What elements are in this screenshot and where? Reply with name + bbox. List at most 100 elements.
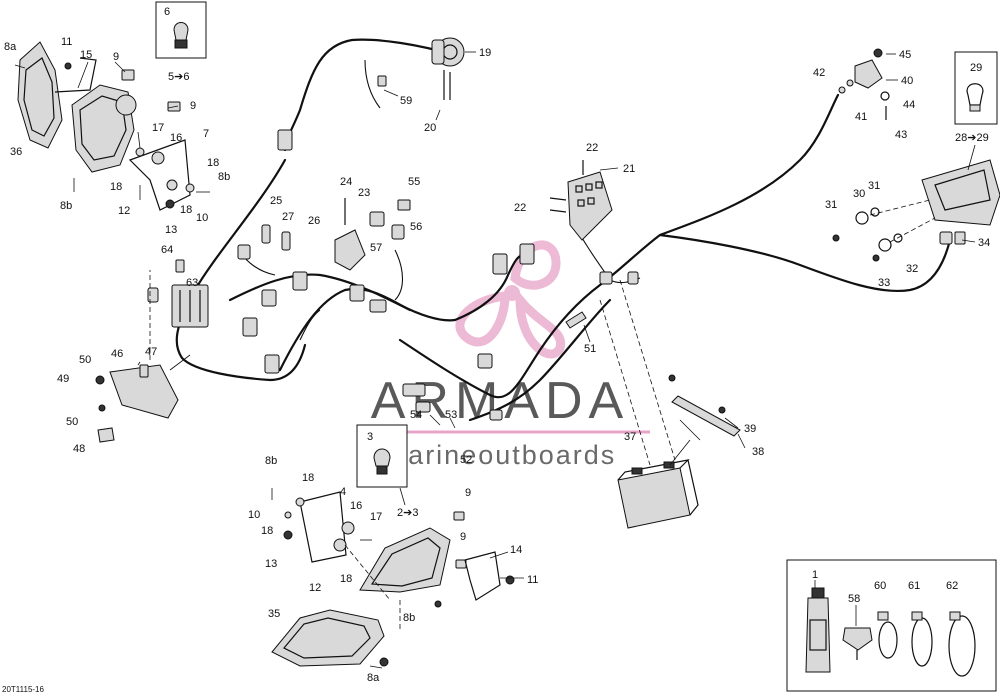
callout-10: 10 <box>248 509 260 521</box>
callout-leaders <box>77 51 976 669</box>
callout-2-to-3: 2➔3 <box>397 507 418 519</box>
clamp-62-icon <box>948 611 976 677</box>
callout-9: 9 <box>113 51 119 63</box>
callout-9: 9 <box>465 487 471 499</box>
headlight-assembly-top <box>14 41 210 211</box>
callout-49: 49 <box>57 373 69 385</box>
callout-64: 64 <box>161 244 173 256</box>
callout-35: 35 <box>268 608 280 620</box>
callout-14: 14 <box>510 544 522 556</box>
propeller-logo-icon <box>455 240 566 359</box>
callout-22: 22 <box>514 202 526 214</box>
callout-18: 18 <box>340 573 352 585</box>
callout-29: 29 <box>970 62 982 74</box>
callout-54: 54 <box>410 409 422 421</box>
callout-16: 16 <box>350 500 362 512</box>
socket-40 <box>838 48 890 120</box>
callout-60: 60 <box>874 580 886 592</box>
callout-25: 25 <box>270 195 282 207</box>
callout-48: 48 <box>73 443 85 455</box>
callout-34: 34 <box>978 237 990 249</box>
callout-62: 62 <box>946 580 958 592</box>
callout-31: 31 <box>868 180 880 192</box>
callout-10: 10 <box>196 212 208 224</box>
figure-code: 20T1115-16 <box>2 685 45 694</box>
callout-40: 40 <box>901 75 913 87</box>
bracket-assembly-46 <box>95 270 191 443</box>
relay-cluster <box>171 198 411 328</box>
callout-53: 53 <box>445 409 457 421</box>
callout-55: 55 <box>408 176 420 188</box>
callout-31: 31 <box>825 199 837 211</box>
bulb-29-box <box>954 51 998 125</box>
callout-63: 63 <box>186 277 198 289</box>
bulb-6-box <box>155 1 207 59</box>
callout-30: 30 <box>853 188 865 200</box>
callout-16: 16 <box>170 132 182 144</box>
callout-59: 59 <box>400 95 412 107</box>
callout-18: 18 <box>302 472 314 484</box>
bulb-3-box <box>356 424 408 506</box>
callout-33: 33 <box>878 277 890 289</box>
callout-21: 21 <box>623 163 635 175</box>
callout-5-to-6: 5➔6 <box>168 71 189 83</box>
callout-12: 12 <box>118 205 130 217</box>
callout-11: 11 <box>527 574 538 586</box>
callout-36: 36 <box>10 146 22 158</box>
callout-13: 13 <box>265 558 277 570</box>
callout-50: 50 <box>66 416 78 428</box>
callout-19: 19 <box>479 47 491 59</box>
callout-6: 6 <box>164 6 170 18</box>
callout-56: 56 <box>410 221 422 233</box>
callout-13: 13 <box>165 224 177 236</box>
callout-41: 41 <box>855 111 867 123</box>
callout-58: 58 <box>848 593 860 605</box>
battery-strap-38 <box>668 374 741 466</box>
clamp-60-icon <box>877 611 898 659</box>
tube-1-icon <box>805 587 831 673</box>
switch-19 <box>431 37 465 100</box>
callout-18: 18 <box>261 525 273 537</box>
callout-15: 15 <box>80 49 92 61</box>
callout-26: 26 <box>308 215 320 227</box>
callout-57: 57 <box>370 242 382 254</box>
callout-9: 9 <box>190 100 196 112</box>
callout-11: 11 <box>61 36 72 48</box>
callout-8b: 8b <box>218 171 230 183</box>
taillight-assembly <box>832 159 1000 262</box>
callout-39: 39 <box>744 423 756 435</box>
callout-20: 20 <box>424 122 436 134</box>
callout-18: 18 <box>180 204 192 216</box>
bezel-35 <box>271 609 389 667</box>
fuse-51 <box>565 311 587 329</box>
callout-52: 52 <box>460 454 472 466</box>
callout-38: 38 <box>752 446 764 458</box>
main-wiring-harness <box>175 38 952 422</box>
callout-28-to-29: 28➔29 <box>955 132 989 144</box>
headlight-assembly-bottom <box>271 488 515 630</box>
watermark-brand: ARMADA <box>371 372 629 430</box>
callout-8b: 8b <box>60 200 72 212</box>
watermark-tagline: marineoutboards <box>384 440 617 470</box>
battery-37 <box>599 279 699 529</box>
callout-44: 44 <box>903 99 915 111</box>
callout-8b: 8b <box>403 612 415 624</box>
fuse-block-21 <box>549 160 613 241</box>
callout-32: 32 <box>906 263 918 275</box>
callout-3: 3 <box>367 431 373 443</box>
clamp-61-icon <box>911 611 933 667</box>
callout-43: 43 <box>895 129 907 141</box>
callout-47: 47 <box>145 346 157 358</box>
callout-27: 27 <box>282 211 294 223</box>
callout-8a: 8a <box>367 672 380 684</box>
callout-37: 37 <box>624 431 636 443</box>
callout-42: 42 <box>813 67 825 79</box>
callout-45: 45 <box>899 49 911 61</box>
callout-17: 17 <box>152 122 164 134</box>
callout-12: 12 <box>309 582 321 594</box>
callout-17: 17 <box>370 511 382 523</box>
callout-8a: 8a <box>4 41 17 53</box>
callout-7: 7 <box>203 128 209 140</box>
callout-8b: 8b <box>265 455 277 467</box>
